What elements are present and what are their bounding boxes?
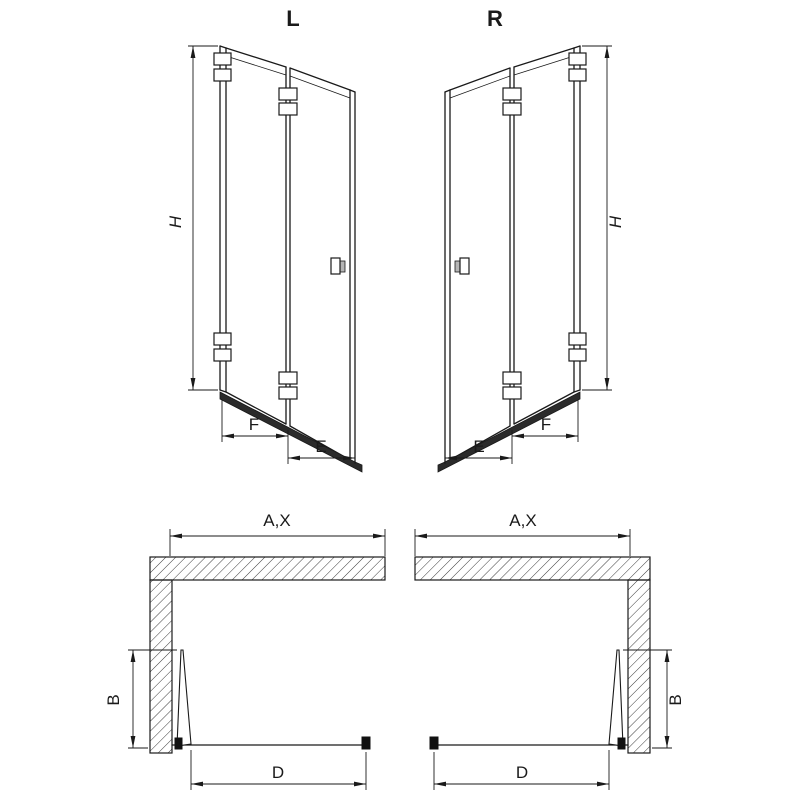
plan-view-left: A,X B D xyxy=(104,511,386,790)
dim-label-e-right: E xyxy=(473,437,484,456)
hinge xyxy=(568,68,587,82)
back-wall-hatch-right-plan xyxy=(414,556,651,581)
door-diagram-right: R xyxy=(437,6,625,473)
variant-label-right: R xyxy=(487,6,503,31)
glass-panel-front-right xyxy=(444,67,511,463)
dim-label-d-right-plan: D xyxy=(516,763,528,782)
dimension-h-left: H xyxy=(166,45,218,391)
dim-label-e-left: E xyxy=(315,437,326,456)
hinge xyxy=(213,52,232,66)
back-wall-hatch-left-plan xyxy=(149,556,386,581)
closing-profile-right-plan xyxy=(429,736,439,750)
glass-panel-wall-right xyxy=(513,47,575,425)
glass-panel-wall-left xyxy=(225,47,287,425)
folded-door-left-plan xyxy=(174,649,192,750)
dimension-e-right: E xyxy=(444,437,512,464)
bottom-sill-right xyxy=(437,391,581,473)
side-wall-hatch-left-plan xyxy=(149,579,173,754)
fold-hinges-left xyxy=(278,87,298,400)
hinge xyxy=(502,371,522,385)
hinge xyxy=(568,332,587,346)
dimension-ax-left-plan: A,X xyxy=(169,511,386,556)
side-wall-hatch-right-plan xyxy=(627,579,651,754)
hinge xyxy=(278,87,298,101)
hinge xyxy=(502,102,522,116)
plan-view-right: A,X B D xyxy=(414,511,685,790)
bottom-sill-left xyxy=(219,391,363,473)
wall-hinges-left xyxy=(213,52,232,362)
door-diagram-left: L xyxy=(166,6,363,473)
dim-label-b-left-plan: B xyxy=(104,694,123,705)
dimension-d-left-plan: D xyxy=(190,750,367,790)
folded-door-right-plan xyxy=(608,649,626,750)
hinge xyxy=(278,102,298,116)
fold-hinges-right xyxy=(502,87,522,400)
dim-label-ax-left-plan: A,X xyxy=(263,511,290,530)
pivot-profile-right-plan xyxy=(617,737,626,750)
door-handle-right xyxy=(454,257,470,275)
dimension-f-left: F xyxy=(221,400,289,464)
hinge xyxy=(278,371,298,385)
fold-joint-right xyxy=(509,66,515,427)
dim-label-d-left-plan: D xyxy=(272,763,284,782)
dim-label-h-left: H xyxy=(166,215,185,228)
door-handle-left xyxy=(330,257,346,275)
hinge xyxy=(213,332,232,346)
dimension-b-right-plan: B xyxy=(623,649,685,749)
hinge xyxy=(213,68,232,82)
dimension-d-right-plan: D xyxy=(433,750,610,790)
hinge xyxy=(502,87,522,101)
hinge xyxy=(502,386,522,400)
fold-joint-left xyxy=(285,66,291,427)
dim-label-b-right-plan: B xyxy=(666,694,685,705)
dim-label-ax-right-plan: A,X xyxy=(509,511,536,530)
wall-hinges-right xyxy=(568,52,587,362)
dimension-e-left: E xyxy=(288,437,356,464)
dim-label-h-right: H xyxy=(606,215,625,228)
hinge xyxy=(568,52,587,66)
closing-profile-left-plan xyxy=(361,736,371,750)
dimension-f-right: F xyxy=(511,400,579,464)
hinge xyxy=(278,386,298,400)
pivot-profile-left-plan xyxy=(174,737,183,750)
variant-label-left: L xyxy=(286,6,299,31)
dimension-b-left-plan: B xyxy=(104,649,177,749)
dimension-h-right: H xyxy=(582,45,625,391)
hinge xyxy=(568,348,587,362)
hinge xyxy=(213,348,232,362)
dim-label-f-right: F xyxy=(541,415,551,434)
dim-label-f-left: F xyxy=(249,415,259,434)
dimension-ax-right-plan: A,X xyxy=(414,511,631,556)
